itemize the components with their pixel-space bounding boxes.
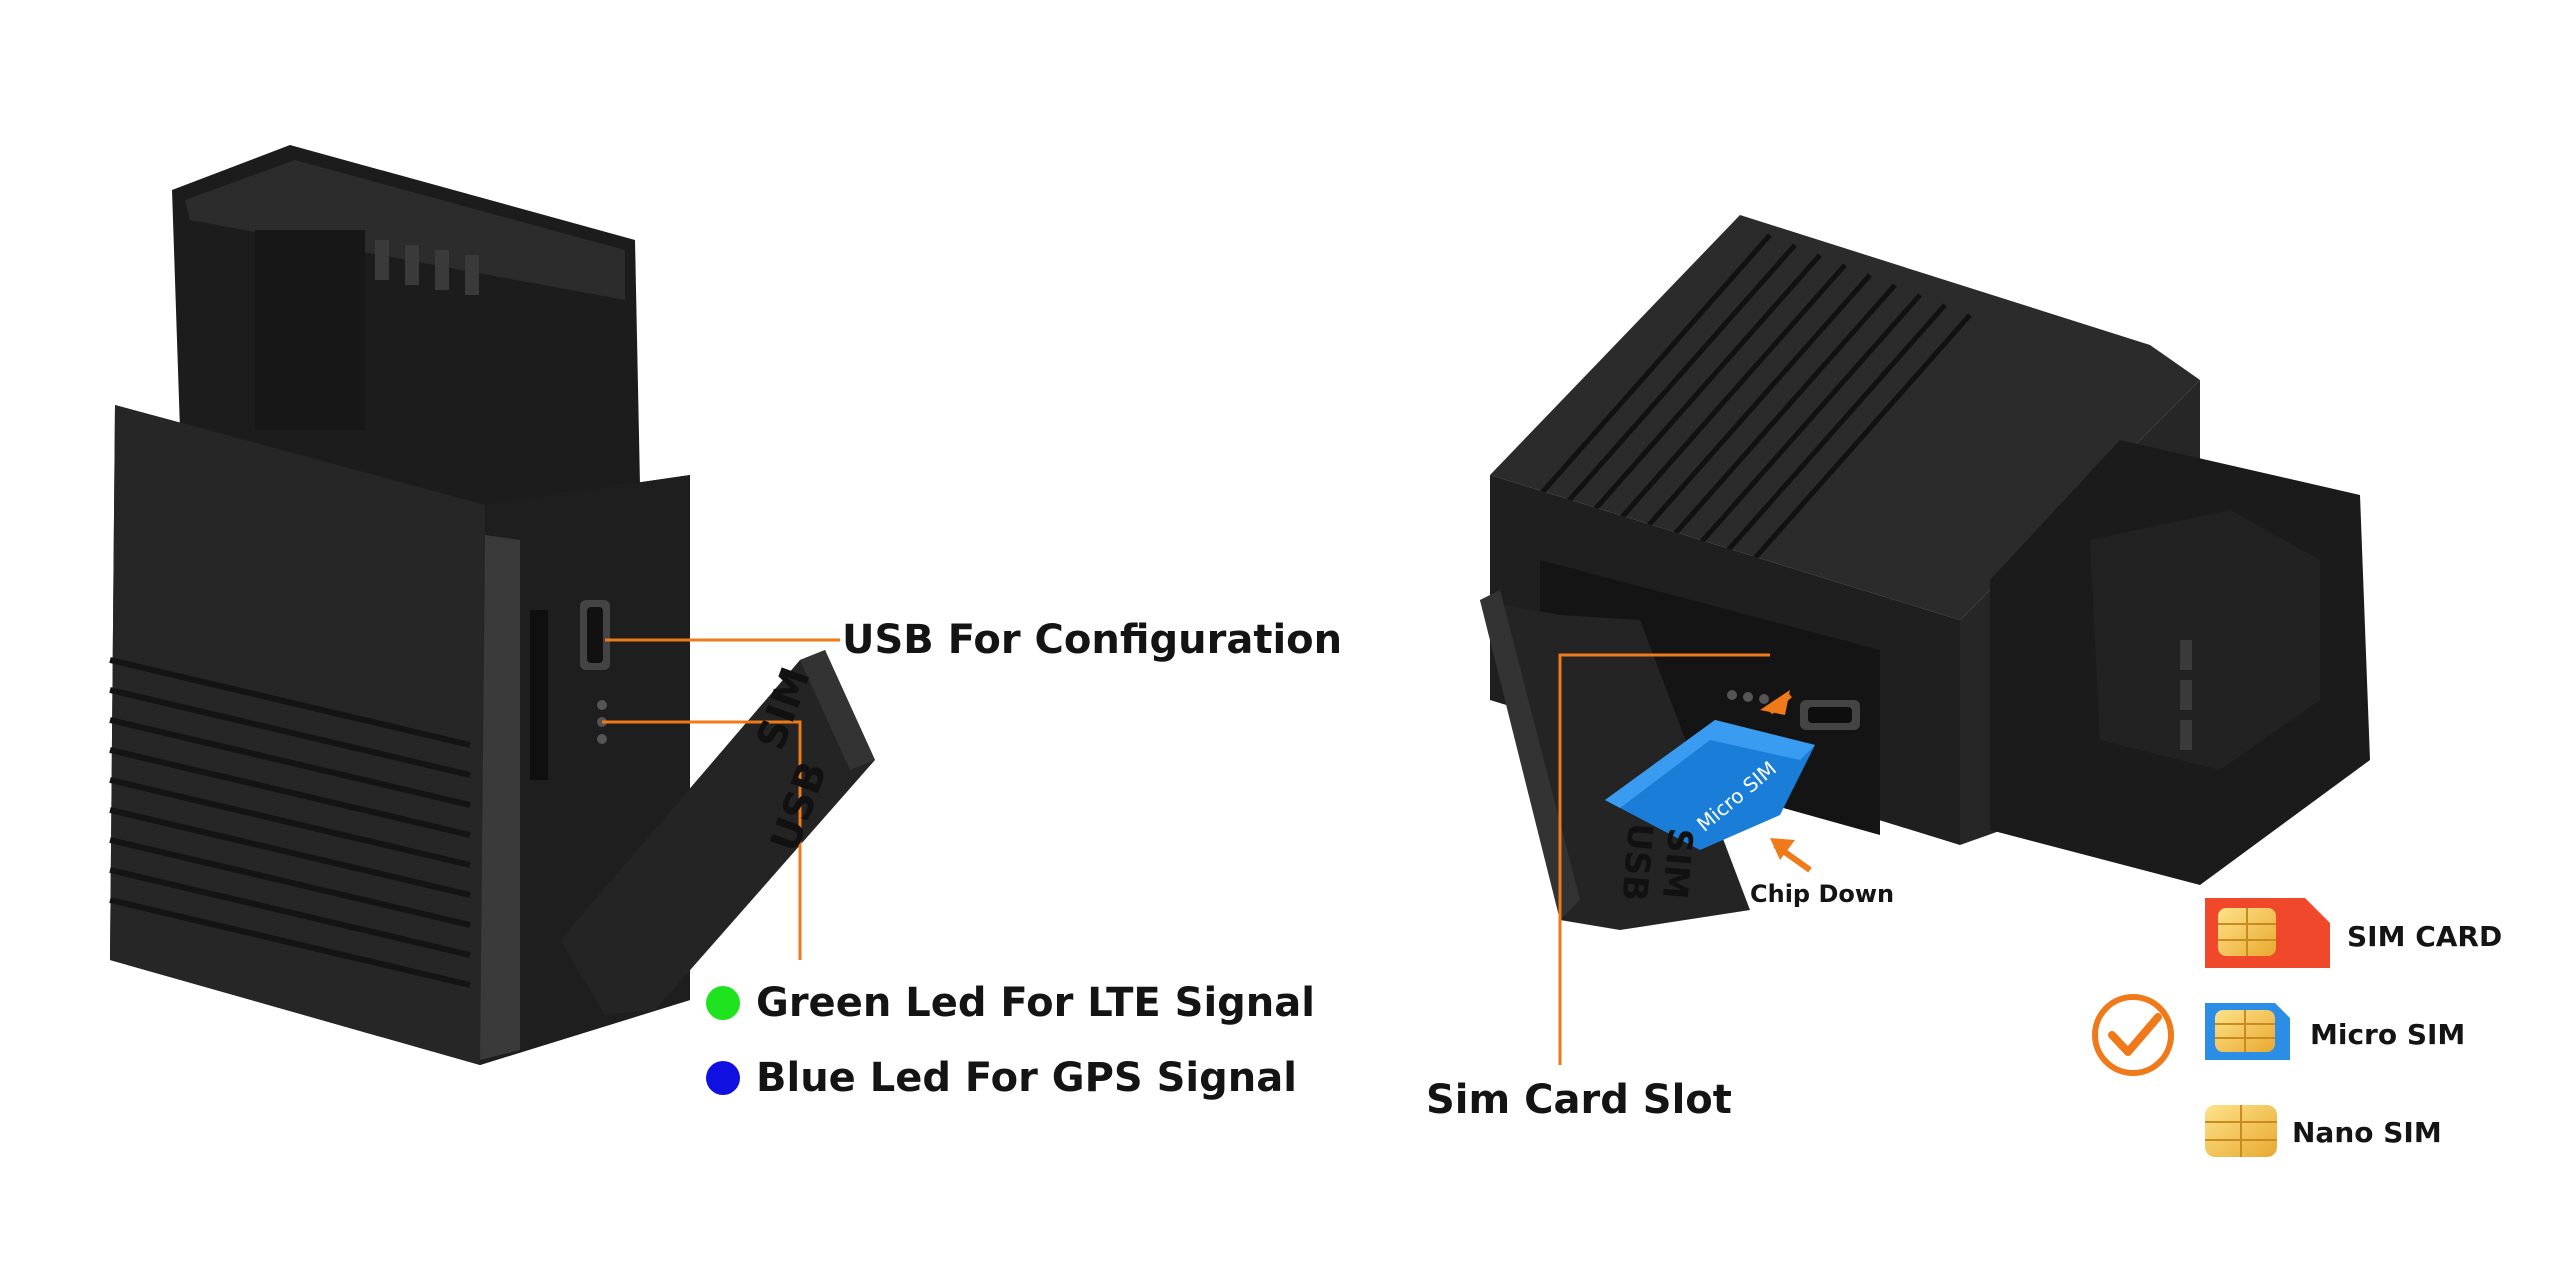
blue-led-label: Blue Led For GPS Signal <box>756 1055 1297 1101</box>
usb-configuration-label: USB For Configuration <box>842 617 1343 663</box>
right-cover-text-sim: SIM <box>1653 826 1700 901</box>
blue-led-icon <box>706 1061 740 1095</box>
right-callout-lines <box>1558 653 1770 1065</box>
micro-sim-label: Micro SIM <box>2310 1018 2466 1051</box>
micro-sim-icon <box>2205 1003 2290 1060</box>
sim-card-icon <box>2205 898 2330 968</box>
sim-card-slot-label: Sim Card Slot <box>1426 1077 1732 1123</box>
right-cover-text-usb: USB <box>1613 821 1660 903</box>
nano-sim-icon <box>2205 1105 2277 1157</box>
right-obd-device <box>1480 215 2370 930</box>
nano-sim-label: Nano SIM <box>2292 1116 2442 1149</box>
check-badge-icon <box>2092 994 2174 1076</box>
left-obd-device <box>109 145 875 1065</box>
green-led-label: Green Led For LTE Signal <box>756 980 1315 1026</box>
sim-card-label: SIM CARD <box>2347 920 2503 953</box>
green-led-icon <box>706 986 740 1020</box>
chip-down-label: Chip Down <box>1750 880 1895 908</box>
left-callout-lines <box>602 638 840 960</box>
